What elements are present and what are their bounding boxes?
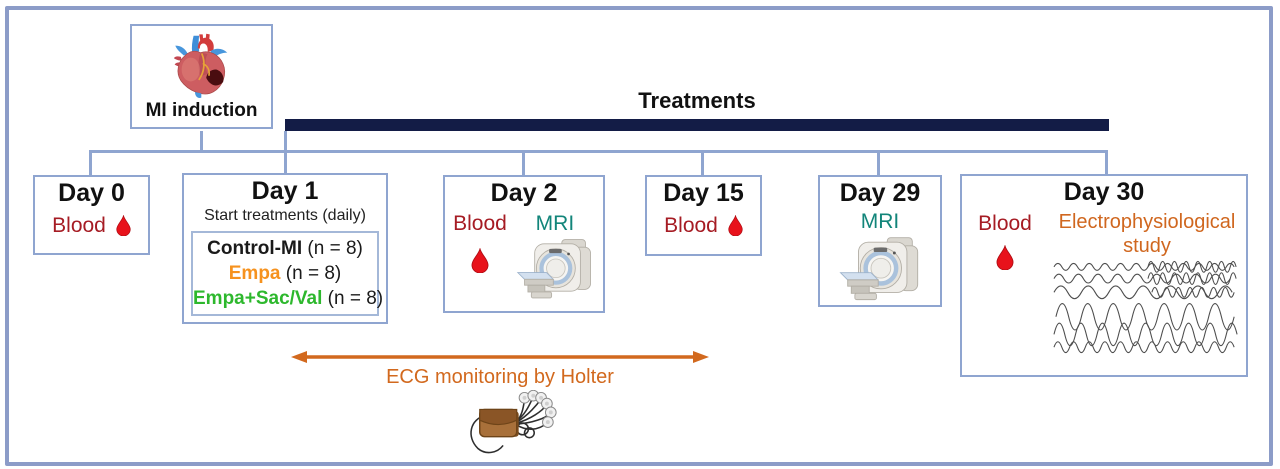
day-29-mri-block: MRI	[820, 210, 940, 305]
timeline-horizontal-connector	[90, 150, 1108, 153]
day-0-blood-row: Blood	[35, 214, 148, 238]
group-empa-n: (n = 8)	[280, 262, 342, 284]
mi-induction-box: MI induction	[130, 24, 273, 129]
mri-scanner-icon	[516, 238, 591, 299]
connector-day-15	[701, 150, 704, 176]
day-1-box: Day 1 Start treatments (daily) Control-M…	[182, 173, 388, 324]
blood-drop-icon	[996, 244, 1014, 270]
day-30-study-col: Electrophysiological study	[1048, 210, 1246, 354]
connector-day-1	[284, 131, 287, 174]
mri-scanner-icon	[839, 236, 919, 300]
day-29-title: Day 29	[839, 179, 921, 207]
holter-monitor-icon	[470, 390, 557, 454]
treatments-heading: Treatments	[638, 88, 756, 113]
ecg-trace-icon	[1053, 260, 1238, 353]
day-2-blood-col: Blood	[453, 212, 507, 303]
connector-day-2	[522, 150, 525, 176]
ecg-monitoring-label: ECG monitoring by Holter	[386, 366, 614, 388]
group-empa: Empa (n = 8)	[193, 261, 377, 286]
connector-day-0	[89, 150, 92, 176]
day-2-title: Day 2	[490, 179, 558, 207]
treatments-duration-bar	[285, 119, 1109, 131]
mri-label: MRI	[860, 209, 900, 233]
electrophysiological-study-label: Electrophysiological	[1058, 210, 1236, 233]
day-15-title: Day 15	[663, 179, 744, 207]
group-control-mi-n: (n = 8)	[302, 237, 363, 259]
day-15-blood-row: Blood	[647, 214, 760, 238]
group-empa-sacval-name: Empa+Sac/Val	[193, 287, 323, 309]
day-2-content: Blood MRI	[445, 212, 603, 303]
blood-drop-icon	[116, 215, 131, 237]
blood-label: Blood	[978, 211, 1032, 235]
figure-frame	[5, 6, 1273, 466]
double-arrow-icon	[291, 351, 709, 363]
blood-label: Blood	[453, 211, 507, 235]
day-29-box: Day 29 MRI	[818, 175, 942, 307]
day-30-blood-col: Blood	[962, 210, 1048, 354]
group-empa-sacval-n: (n = 8)	[322, 287, 384, 309]
treatment-groups-box: Control-MI (n = 8) Empa (n = 8) Empa+Sac…	[191, 230, 383, 316]
group-control-mi: Control-MI (n = 8)	[193, 236, 377, 261]
connector-mi-induction	[200, 131, 203, 151]
day-0-title: Day 0	[58, 179, 125, 207]
group-empa-sacval: Empa+Sac/Val (n = 8)	[193, 286, 383, 311]
day-30-content: Blood Electrophysiological study	[962, 210, 1246, 354]
group-control-mi-name: Control-MI	[207, 237, 303, 259]
electrophysiological-study-label-line2: study	[1123, 234, 1171, 257]
anatomical-heart-icon	[173, 33, 227, 98]
day-30-box: Day 30 Blood Electrophysiological study	[960, 174, 1248, 377]
day-30-title: Day 30	[1063, 178, 1145, 206]
day-1-title: Day 1	[251, 177, 319, 205]
day-1-subtitle: Start treatments (daily)	[204, 206, 366, 224]
blood-label: Blood	[664, 213, 718, 237]
blood-label: Blood	[52, 213, 106, 237]
day-2-box: Day 2 Blood MRI	[443, 175, 605, 313]
day-0-box: Day 0 Blood	[33, 175, 150, 255]
day-2-mri-col: MRI	[515, 212, 595, 303]
mri-label: MRI	[535, 211, 575, 235]
group-empa-name: Empa	[228, 262, 281, 284]
blood-drop-icon	[471, 247, 489, 273]
connector-day-30	[1105, 150, 1108, 175]
day-15-box: Day 15 Blood	[645, 175, 762, 256]
mi-induction-label: MI induction	[145, 100, 258, 121]
blood-drop-icon	[728, 215, 743, 237]
connector-day-29	[877, 150, 880, 176]
